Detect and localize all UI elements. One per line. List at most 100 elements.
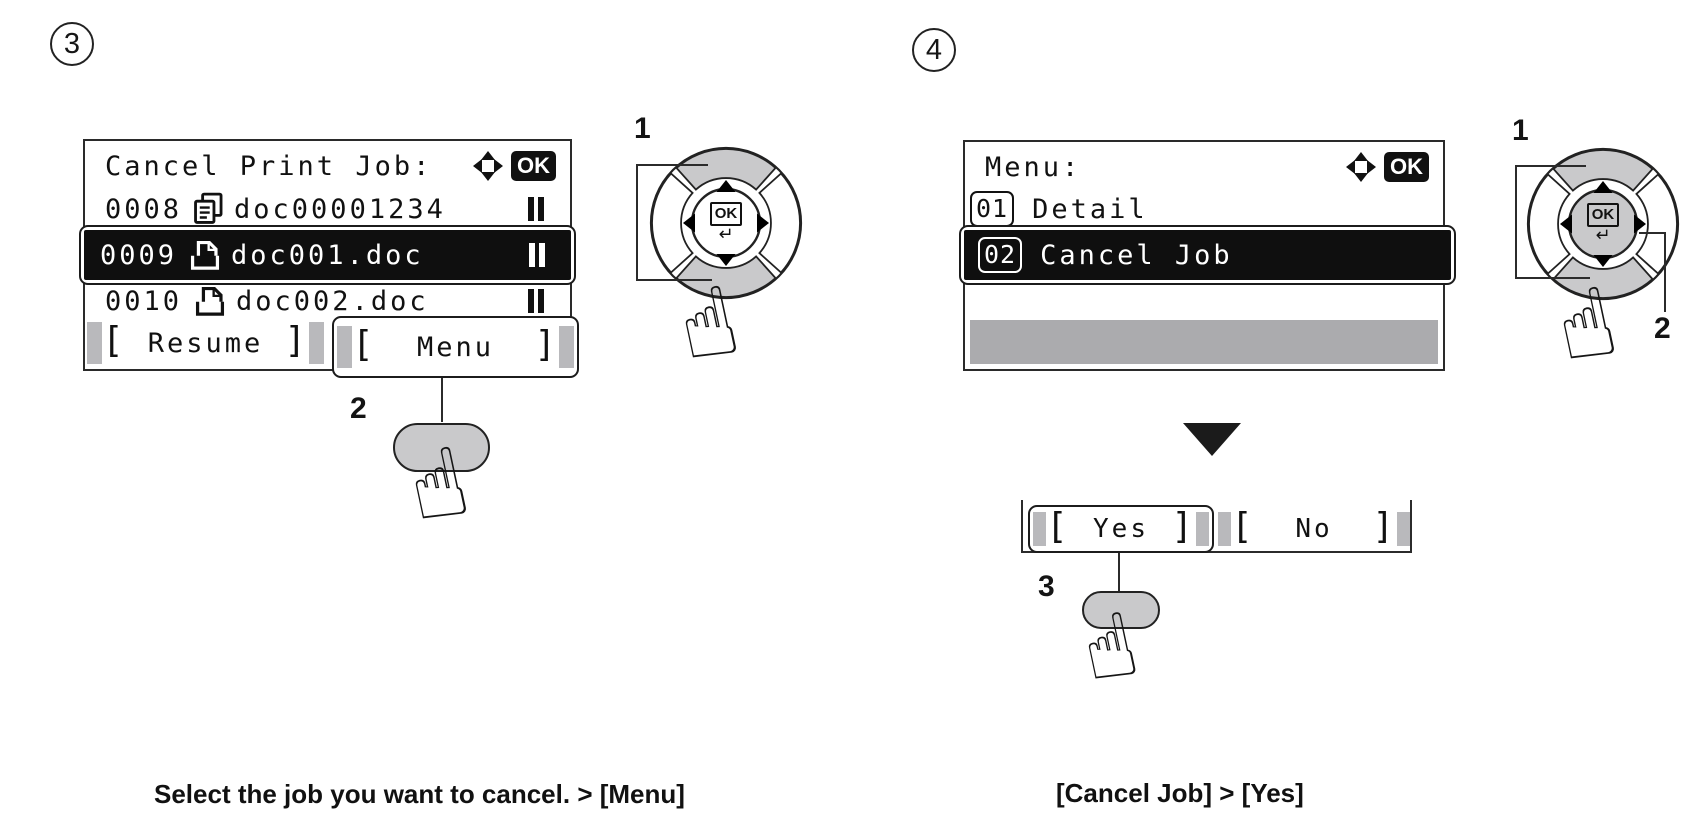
yes-hardware-key — [1082, 591, 1160, 629]
job-filename: doc002.doc — [236, 285, 429, 317]
item-label: Detail — [1032, 193, 1148, 225]
empty-row-bar — [970, 320, 1438, 364]
pause-icon — [528, 289, 544, 313]
dpad-navigation: OK ↵ — [646, 143, 806, 303]
ok-key-label: OK — [1586, 203, 1620, 227]
enter-arrow-icon: ↵ — [1595, 224, 1611, 246]
up-arrow-icon — [1593, 181, 1613, 193]
step-3-caption: Select the job you want to cancel. > [Me… — [154, 779, 685, 809]
callout-line — [636, 164, 638, 281]
callout-line — [636, 279, 712, 281]
item-number-box: 02 — [978, 237, 1023, 273]
dpad-graphic — [649, 146, 803, 300]
softkey-yes: [ Yes ] — [1033, 506, 1209, 548]
callout-line — [1515, 277, 1590, 279]
bracket-right: ] — [1171, 506, 1196, 547]
bracket-right: ] — [534, 324, 559, 365]
lcd-title: Menu: — [985, 151, 1082, 183]
step-4-number: 4 — [925, 33, 943, 66]
left-arrow-icon — [683, 213, 695, 233]
job-row-0010: 0010 doc002.doc — [85, 279, 570, 323]
bracket-left: [ — [102, 320, 127, 361]
ok-key-label: OK — [709, 202, 743, 226]
softkey-menu-label: Menu — [416, 331, 495, 363]
bracket-right: ] — [1372, 506, 1397, 547]
softkey-yes-outline: [ Yes ] — [1028, 505, 1214, 553]
job-id: 0008 — [105, 193, 183, 225]
printer-lcd-menu: Menu: OK 01 Detail 02 Cancel Job — [959, 140, 1456, 371]
callout-line — [636, 164, 708, 166]
right-arrow-icon — [757, 213, 769, 233]
ok-key: OK ↵ — [1523, 144, 1683, 304]
softkey-yes-label: Yes — [1093, 514, 1149, 544]
down-arrow-icon — [716, 254, 736, 266]
menu-item-01: 01 Detail — [965, 186, 1443, 232]
printer-lcd-cancel-print-job: Cancel Print Job: OK 0008 doc00001234 00… — [79, 139, 579, 378]
lcd-fragment-bottom-border — [1023, 551, 1412, 553]
callout-line — [1664, 232, 1666, 312]
callout-step-1: 1 — [1512, 114, 1529, 147]
softkey-resume-label: Resume — [147, 327, 264, 359]
lcd-title: Cancel Print Job: — [105, 150, 433, 182]
job-id: 0010 — [105, 285, 183, 317]
ok-badge: OK — [1384, 152, 1429, 182]
job-row-0008: 0008 doc00001234 — [85, 187, 570, 231]
right-arrow-icon — [1634, 214, 1646, 234]
step-3-number-badge: 3 — [50, 22, 94, 66]
callout-line — [441, 378, 443, 422]
softkey-no-label: No — [1295, 514, 1333, 544]
menu-hardware-key — [393, 423, 490, 472]
softkey-menu-outline: [ Menu ] — [332, 316, 579, 378]
softkey-bar — [559, 326, 574, 368]
bracket-left: [ — [1046, 506, 1071, 547]
callout-line — [1118, 553, 1120, 591]
down-triangle-marker — [1183, 423, 1241, 456]
dpad-navigation: OK ↵ — [1523, 144, 1683, 304]
callout-line — [1515, 165, 1517, 279]
job-id: 0009 — [100, 239, 178, 271]
bracket-right: ] — [284, 320, 309, 361]
selected-job-outline: 0009 doc001.doc — [79, 225, 576, 285]
nav-arrows-icon — [1346, 152, 1376, 182]
bracket-left: [ — [352, 324, 377, 365]
callout-step-3: 3 — [1038, 570, 1055, 603]
softkey-bar — [1218, 512, 1231, 546]
printer-icon — [190, 282, 230, 320]
left-arrow-icon — [1560, 214, 1572, 234]
pause-icon — [529, 243, 545, 267]
callout-step-1: 1 — [634, 112, 651, 145]
item-label: Cancel Job — [1040, 239, 1233, 271]
callout-line — [1639, 232, 1666, 234]
step-3-number: 3 — [63, 27, 81, 60]
softkey-menu: [ Menu ] — [337, 321, 574, 373]
step-4-number-badge: 4 — [912, 28, 956, 72]
selected-menu-item-outline: 02 Cancel Job — [959, 225, 1456, 285]
pause-icon — [528, 197, 544, 221]
softkey-bar — [309, 322, 324, 364]
nav-arrows-icon — [473, 151, 503, 181]
multi-doc-icon — [190, 192, 228, 226]
lcd-fragment-left-border — [1021, 500, 1023, 553]
dpad-graphic — [1526, 147, 1680, 301]
step-4-caption: [Cancel Job] > [Yes] — [1056, 778, 1304, 808]
softkey-bar — [87, 322, 102, 364]
ok-key: OK ↵ — [646, 143, 806, 303]
softkey-bar — [1196, 512, 1209, 546]
bracket-left: [ — [1231, 506, 1256, 547]
down-arrow-icon — [1593, 255, 1613, 267]
softkey-no: [ No ] — [1218, 505, 1410, 553]
lcd-fragment-right-border — [1410, 500, 1412, 553]
callout-step-2: 2 — [1654, 312, 1671, 345]
softkey-resume: [ Resume ] — [87, 320, 324, 366]
item-number-box: 01 — [970, 191, 1015, 227]
job-filename: doc001.doc — [231, 239, 424, 271]
lcd-title-row: Cancel Print Job: OK — [85, 145, 570, 187]
softkey-bar — [1397, 512, 1410, 546]
softkey-bar — [337, 326, 352, 368]
menu-item-02-selected: 02 Cancel Job — [964, 230, 1451, 280]
ok-badge: OK — [511, 151, 556, 181]
job-filename: doc00001234 — [234, 193, 446, 225]
job-row-0009-selected: 0009 doc001.doc — [84, 230, 571, 280]
callout-step-2: 2 — [350, 392, 367, 425]
